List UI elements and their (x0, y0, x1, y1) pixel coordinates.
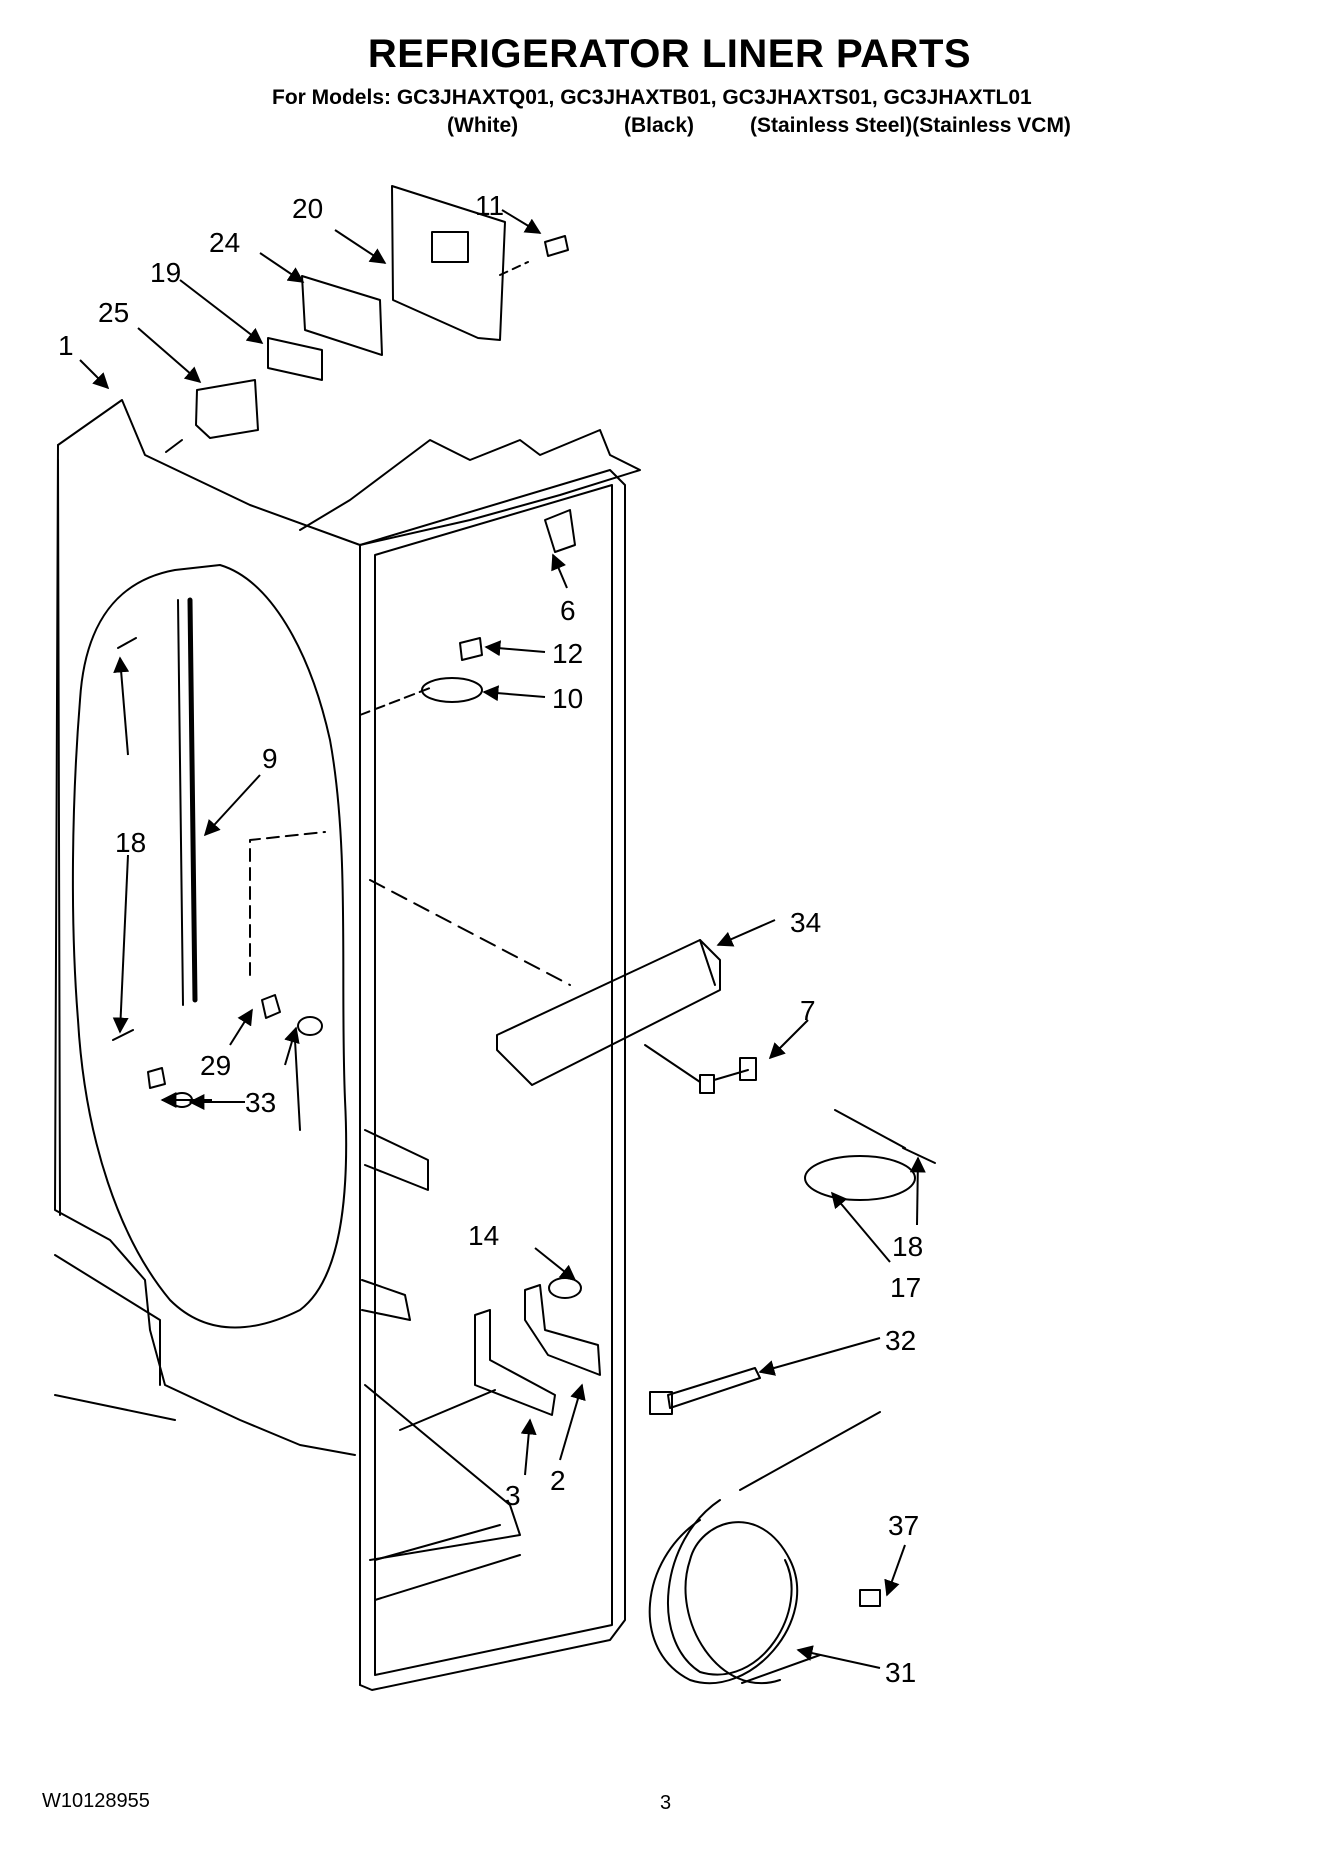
variant-black: (Black) (624, 114, 695, 137)
document-code: W10128955 (42, 1790, 150, 1812)
callout-6: 6 (560, 595, 576, 626)
callout-31: 31 (885, 1657, 916, 1688)
callout-1: 1 (58, 330, 74, 361)
callout-24: 24 (209, 227, 240, 258)
variant-white: (White) (447, 114, 519, 137)
variant-stainless: (Stainless Steel)(Stainless VCM) (750, 114, 1071, 137)
callout-10: 10 (552, 683, 583, 714)
callout-25: 25 (98, 297, 129, 328)
callout-33: 33 (245, 1087, 276, 1118)
callout-19: 19 (150, 257, 181, 288)
callout-3: 3 (505, 1480, 521, 1511)
callout-11: 11 (475, 190, 504, 221)
callout-20: 20 (292, 193, 323, 224)
callout-9: 9 (262, 743, 278, 774)
callout-18-right: 18 (892, 1231, 923, 1262)
callout-17: 17 (890, 1272, 921, 1303)
page-number: 3 (660, 1792, 672, 1814)
heater-wire-loop (71, 564, 348, 1329)
callout-2: 2 (550, 1465, 566, 1496)
callout-37: 37 (888, 1510, 919, 1541)
liner-cabinet (54, 399, 641, 1691)
callout-12: 12 (552, 638, 583, 669)
page-title: REFRIGERATOR LINER PARTS (367, 32, 972, 76)
models-line: For Models: GC3JHAXTQ01, GC3JHAXTB01, GC… (272, 86, 1032, 109)
control-housing-parts (165, 185, 569, 453)
callout-14: 14 (468, 1220, 499, 1251)
callout-32: 32 (885, 1325, 916, 1356)
callout-labels: 20 11 24 19 25 1 6 12 10 9 18 34 7 29 33… (58, 190, 923, 1688)
callout-7: 7 (800, 995, 816, 1026)
callout-29: 29 (200, 1050, 231, 1081)
callout-18-left: 18 (115, 827, 146, 858)
callout-34: 34 (790, 907, 821, 938)
